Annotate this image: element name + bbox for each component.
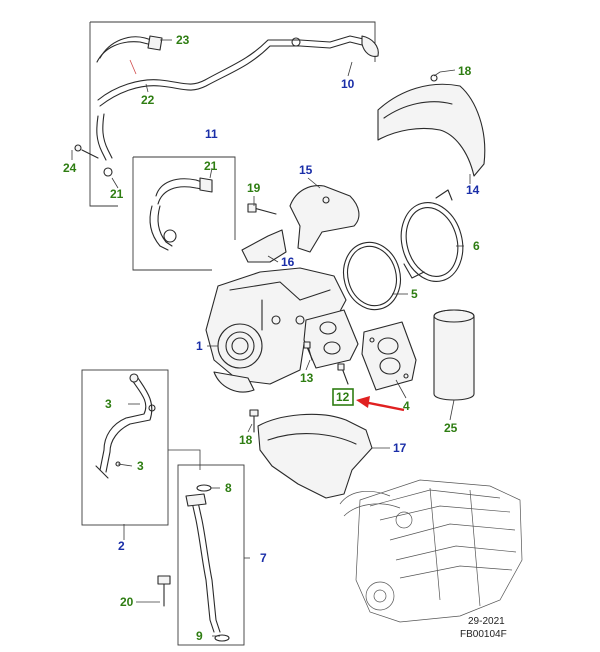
engine-thumbnail <box>339 479 523 623</box>
label-9: 9 <box>196 629 203 643</box>
label-15: 15 <box>299 163 313 177</box>
oil-return-pipe-7 <box>157 484 230 642</box>
stud-13 <box>303 341 313 361</box>
label-16: 16 <box>281 255 295 269</box>
heat-shield-14 <box>377 74 486 177</box>
label-23: 23 <box>176 33 190 47</box>
label-6: 6 <box>473 239 480 253</box>
label-18-bottom: 18 <box>239 433 253 447</box>
coolant-pipe-assembly <box>74 35 379 177</box>
heat-shield-17 <box>257 413 373 499</box>
label-10: 10 <box>341 77 355 91</box>
label-5: 5 <box>411 287 418 301</box>
oil-pipe-2 <box>95 373 156 479</box>
group-box-11 <box>132 156 236 271</box>
label-25: 25 <box>444 421 458 435</box>
label-20: 20 <box>120 595 134 609</box>
label-21-left: 21 <box>110 187 124 201</box>
small-pipe-11 <box>149 177 213 251</box>
bolt-18-lower <box>249 409 259 433</box>
label-1: 1 <box>196 339 203 353</box>
diagram-date: 29-2021 <box>468 616 505 627</box>
label-18-top: 18 <box>458 64 472 78</box>
label-4: 4 <box>403 399 410 413</box>
filter-25 <box>433 309 475 401</box>
red-arrow <box>356 396 405 412</box>
bolt-19 <box>247 203 277 215</box>
label-2: 2 <box>118 539 125 553</box>
turbocharger-1 <box>205 267 347 393</box>
label-3-top: 3 <box>105 397 112 411</box>
bracket-15 <box>289 185 360 253</box>
label-13: 13 <box>300 371 314 385</box>
label-12: 12 <box>336 390 350 404</box>
diagram-code: FB00104F <box>460 629 507 640</box>
stud-12 <box>337 363 349 385</box>
label-3-bottom: 3 <box>137 459 144 473</box>
label-14: 14 <box>466 183 480 197</box>
leader-lines <box>71 39 471 637</box>
gasket-plate-4 <box>361 321 417 391</box>
bracket-16 <box>241 229 287 263</box>
clamp-6 <box>400 189 464 282</box>
group-box-7 <box>177 464 245 646</box>
flange <box>303 309 359 369</box>
label-24: 24 <box>63 161 77 175</box>
gasket-5 <box>343 241 401 311</box>
label-19: 19 <box>247 181 261 195</box>
label-22: 22 <box>141 93 155 107</box>
label-17: 17 <box>393 441 407 455</box>
label-7: 7 <box>260 551 267 565</box>
label-21-top: 21 <box>204 159 218 173</box>
highlight-box-12 <box>332 388 354 406</box>
group-box-2 <box>81 369 169 526</box>
label-11: 11 <box>205 127 218 141</box>
label-8: 8 <box>225 481 232 495</box>
